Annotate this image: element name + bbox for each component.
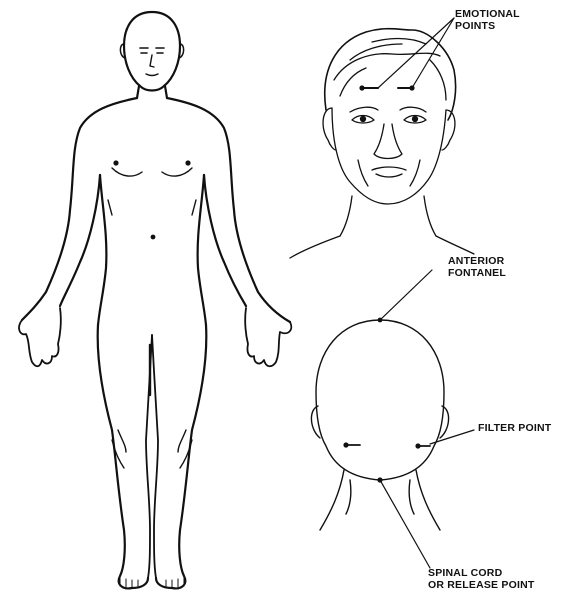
face-front-view: [290, 29, 474, 258]
emotional-points: [359, 85, 414, 90]
anterior-fontanel-point: [378, 270, 432, 322]
anterior-fontanel-label-line2: FONTANEL: [448, 267, 506, 279]
filter-points: [343, 430, 474, 449]
anterior-fontanel-label-line1: ANTERIOR: [448, 255, 506, 267]
emotional-points-label-line2: POINTS: [455, 20, 520, 32]
spinal-cord-label: SPINAL CORD OR RELEASE POINT: [428, 567, 534, 591]
anterior-fontanel-label: ANTERIOR FONTANEL: [448, 255, 506, 279]
spinal-cord-label-line2: OR RELEASE POINT: [428, 579, 534, 591]
body-points: [113, 160, 190, 239]
spinal-cord-label-line1: SPINAL CORD: [428, 567, 534, 579]
full-body-figure: [19, 12, 291, 588]
filter-point-label: FILTER POINT: [478, 422, 551, 434]
head-back-view: [311, 320, 448, 530]
emotional-points-label: EMOTIONAL POINTS: [455, 8, 520, 32]
emotional-points-label-line1: EMOTIONAL: [455, 8, 520, 20]
